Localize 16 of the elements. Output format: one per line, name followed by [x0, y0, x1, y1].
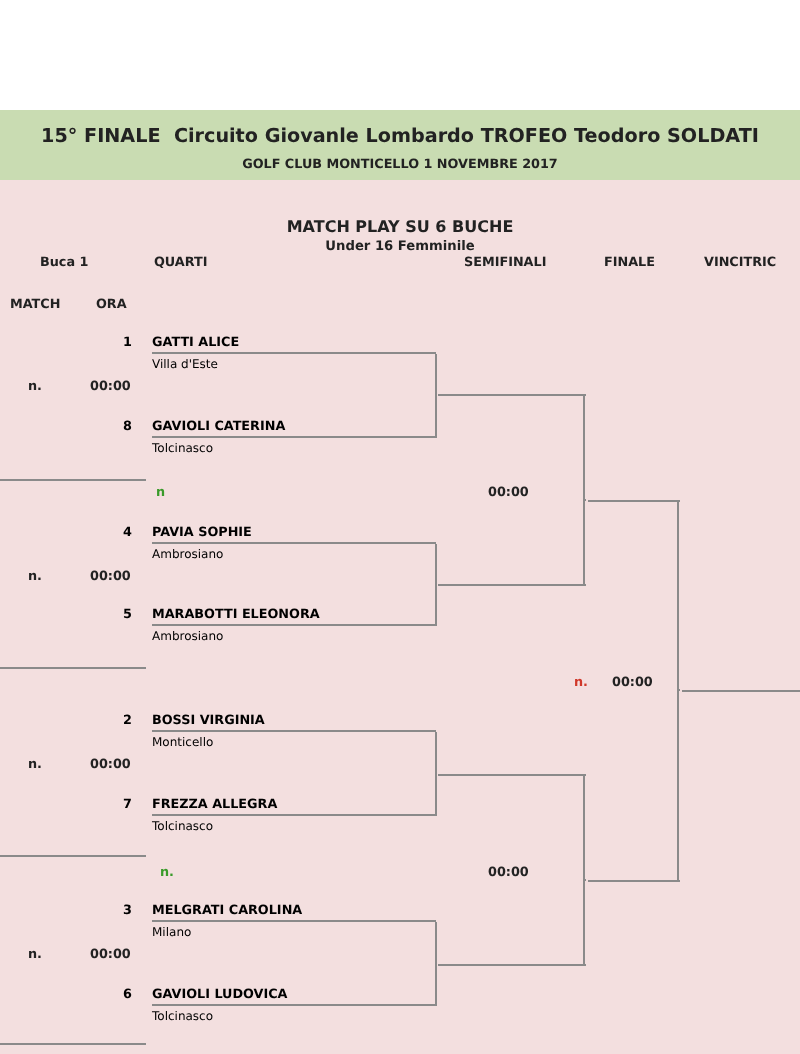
bracket-line: [435, 543, 437, 585]
bracket-line: [435, 353, 437, 395]
bracket-line: [583, 773, 587, 881]
bracket-line: [583, 393, 587, 501]
bracket-line: [435, 583, 437, 627]
title: 15° FINALE Circuito Giovanle Lombardo TROFEO Teodoro SOLDATI: [39, 126, 761, 148]
bracket-line: [677, 499, 681, 691]
heading: MATCH PLAY SU 6 BUCHE: [284, 218, 516, 238]
bracket-line: [435, 393, 437, 439]
bracket-line: [583, 499, 587, 585]
bracket-line: [435, 731, 437, 775]
bracket-line: [435, 963, 437, 1007]
bracket-line: [435, 773, 437, 817]
bracket-line: [583, 879, 587, 965]
bracket-line: [435, 921, 437, 965]
bracket-line: [677, 689, 681, 881]
